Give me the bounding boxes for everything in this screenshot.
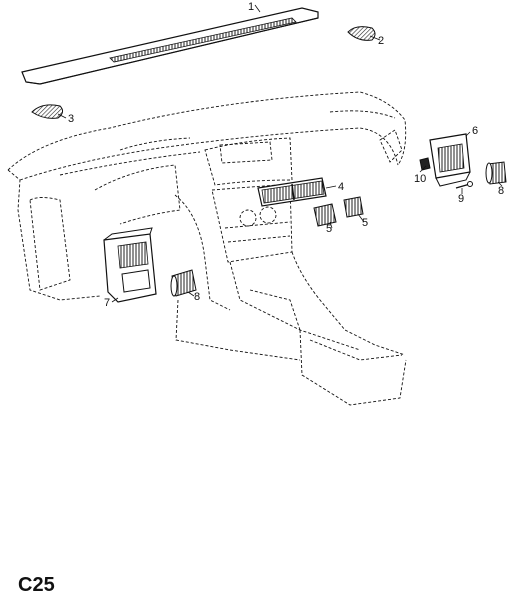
callout-labels: 1 2 3 4 5 5 6 7 8 8 9 10: [68, 1, 504, 309]
callout-2: 2: [378, 35, 384, 47]
callout-4: 4: [338, 181, 344, 193]
vent-knob-right-part: [343, 196, 364, 218]
dashboard-outline: [7, 91, 407, 406]
callout-8b: 8: [194, 291, 200, 303]
callout-9: 9: [458, 193, 464, 205]
callout-5b: 5: [362, 217, 368, 229]
page-code: C25: [18, 574, 55, 596]
defroster-strip-part: [21, 4, 319, 85]
callout-5a: 5: [326, 223, 332, 235]
callout-7: 7: [104, 297, 110, 309]
speaker-grille-left-part: [31, 104, 67, 119]
side-vent-left-part: [103, 227, 157, 303]
screw-part: [455, 181, 473, 189]
vent-knob-round-right-part: [485, 161, 507, 185]
vent-knob-round-left-part: [170, 269, 197, 297]
callout-3: 3: [68, 113, 74, 125]
clip-part: [419, 157, 431, 171]
vent-knob-left-part: [313, 203, 337, 227]
side-vent-right-part: [429, 133, 471, 187]
callout-6: 6: [472, 125, 478, 137]
speaker-grille-right-part: [347, 26, 381, 41]
leader-lines: [111, 131, 503, 303]
callout-1: 1: [248, 1, 254, 13]
center-vent-part: [257, 177, 327, 207]
callout-10: 10: [414, 173, 426, 185]
callout-8a: 8: [498, 185, 504, 197]
